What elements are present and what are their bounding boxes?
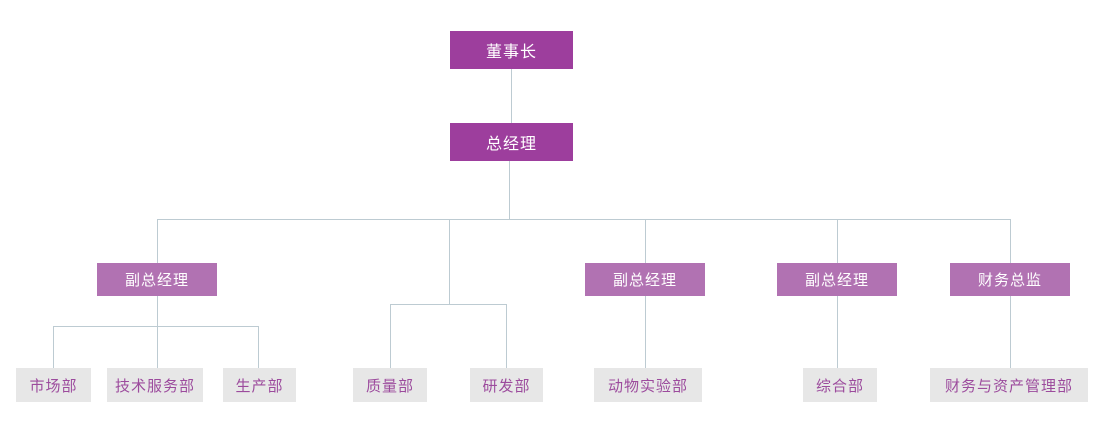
connector-finance-dir-to-finance-asset	[1010, 296, 1011, 368]
connector-chairman-to-gm	[511, 69, 512, 123]
connector-trunk-to-deputy-2	[645, 219, 646, 263]
connector-deputy-2-to-animal-lab	[645, 296, 646, 368]
org-node-general-manager: 总经理	[450, 123, 573, 161]
connector-deputy-1-split	[53, 326, 258, 327]
connector-trunk	[157, 219, 1010, 220]
org-node-finance-director: 财务总监	[950, 263, 1070, 296]
connector-split-to-production	[258, 326, 259, 368]
connector-mid-to-quality	[390, 304, 391, 368]
connector-trunk-to-deputy-3	[837, 219, 838, 263]
org-node-finance-asset-dept: 财务与资产管理部	[930, 368, 1088, 402]
connector-split-to-tech-service	[157, 326, 158, 368]
org-node-animal-lab-dept: 动物实验部	[594, 368, 702, 402]
org-node-deputy-gm-1: 副总经理	[97, 263, 217, 296]
connector-trunk-to-finance-dir	[1010, 219, 1011, 263]
org-node-tech-service-dept: 技术服务部	[107, 368, 203, 402]
connector-trunk-to-mid-branch	[449, 219, 450, 304]
connector-mid-split	[390, 304, 506, 305]
connector-split-to-marketing	[53, 326, 54, 368]
org-node-general-affairs-dept: 综合部	[803, 368, 877, 402]
connector-trunk-to-deputy-1	[157, 219, 158, 263]
connector-gm-to-trunk	[509, 161, 510, 219]
connector-deputy-3-to-general-affairs	[837, 296, 838, 368]
org-node-production-dept: 生产部	[223, 368, 296, 402]
org-node-deputy-gm-2: 副总经理	[585, 263, 705, 296]
org-node-chairman: 董事长	[450, 31, 573, 69]
org-node-deputy-gm-3: 副总经理	[777, 263, 897, 296]
org-node-quality-dept: 质量部	[353, 368, 427, 402]
connector-mid-to-rnd	[506, 304, 507, 368]
org-node-rnd-dept: 研发部	[470, 368, 543, 402]
org-node-marketing-dept: 市场部	[16, 368, 91, 402]
connector-deputy-1-to-split	[157, 296, 158, 326]
